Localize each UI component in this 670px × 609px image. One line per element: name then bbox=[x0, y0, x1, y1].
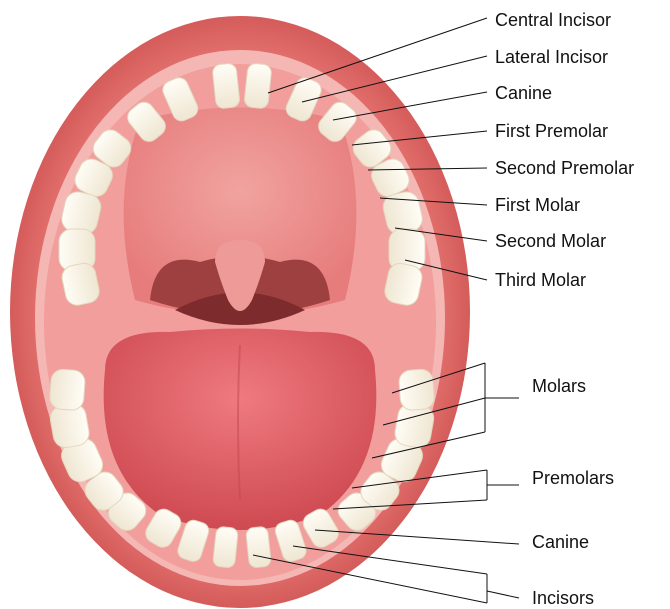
label-third-molar: Third Molar bbox=[495, 270, 586, 290]
upper-tooth-central-incisor-right bbox=[244, 63, 272, 109]
lower-tooth-1-left bbox=[212, 526, 238, 568]
lower-tooth-8-left bbox=[49, 369, 86, 411]
bracket-incisors bbox=[487, 574, 519, 603]
label-second-molar: Second Molar bbox=[495, 231, 606, 251]
lower-tooth-1-right bbox=[245, 526, 271, 568]
bracket-molars bbox=[485, 363, 519, 432]
label-canine-lower: Canine bbox=[532, 532, 589, 552]
label-second-premolar: Second Premolar bbox=[495, 158, 634, 178]
labels: Central Incisor Lateral Incisor Canine F… bbox=[495, 10, 634, 608]
label-first-premolar: First Premolar bbox=[495, 121, 608, 141]
upper-tooth-central-incisor-left bbox=[212, 63, 240, 109]
label-central-incisor: Central Incisor bbox=[495, 10, 611, 30]
label-incisors: Incisors bbox=[532, 588, 594, 608]
label-lateral-incisor: Lateral Incisor bbox=[495, 47, 608, 67]
bracket-premolars bbox=[487, 470, 519, 500]
label-first-molar: First Molar bbox=[495, 195, 580, 215]
label-molars: Molars bbox=[532, 376, 586, 396]
label-canine-upper: Canine bbox=[495, 83, 552, 103]
label-premolars: Premolars bbox=[532, 468, 614, 488]
